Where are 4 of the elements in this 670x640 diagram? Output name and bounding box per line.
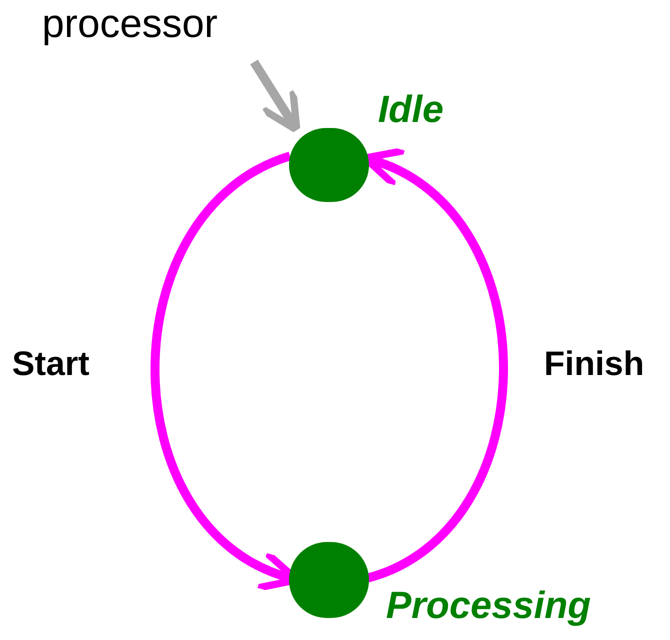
arrow xyxy=(250,60,300,134)
state-label: Processing xyxy=(386,584,591,628)
node-label: processor xyxy=(42,0,262,48)
state-label: Idle xyxy=(378,88,444,132)
